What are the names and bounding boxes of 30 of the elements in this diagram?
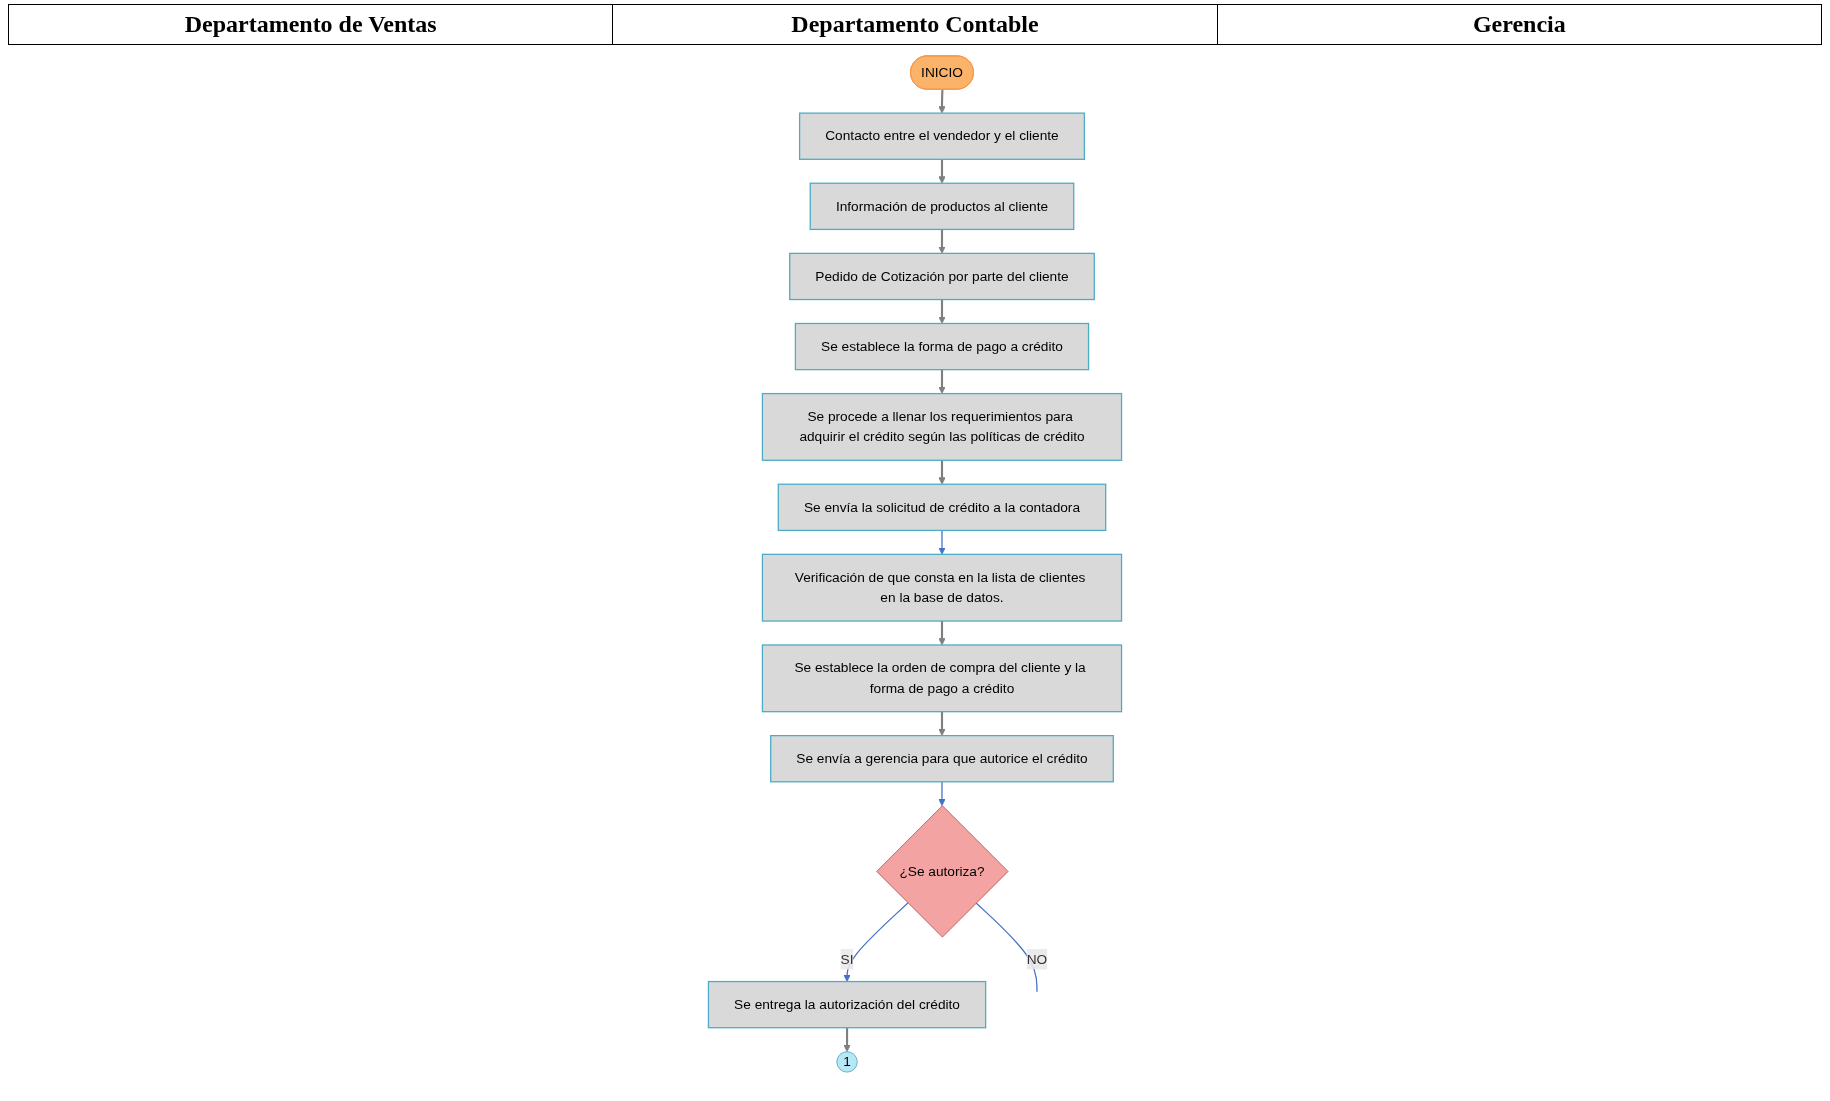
node-box: Se envía la solicitud de crédito a la contadora bbox=[777, 483, 1107, 532]
arrow bbox=[938, 460, 946, 485]
node-box: Se establece la orden de compra del cliente y la forma de pago a crédito bbox=[761, 644, 1123, 713]
node-box: Información de productos al cliente bbox=[809, 182, 1075, 231]
arrow bbox=[938, 229, 946, 254]
node-box: Verificación de que consta en la lista de clientes en la base de datos. bbox=[761, 553, 1123, 622]
node-box: Contacto entre el vendedor y el cliente bbox=[798, 112, 1086, 160]
arrow bbox=[938, 529, 946, 555]
lane-header: Departamento de Ventas bbox=[9, 5, 614, 44]
node-box: Pedido de Cotización por parte del cliente bbox=[789, 252, 1095, 301]
arrow bbox=[843, 902, 909, 982]
arrow bbox=[938, 621, 946, 646]
node-box: Se envía a gerencia para que autorice el crédito bbox=[770, 735, 1114, 783]
lane-header: Departamento Contable bbox=[613, 5, 1218, 44]
arrow bbox=[938, 89, 946, 114]
arrow bbox=[938, 781, 946, 807]
edge-label: SI bbox=[840, 951, 854, 967]
node-diamond: ¿Se autoriza? bbox=[876, 805, 1009, 938]
arrow bbox=[938, 369, 946, 394]
node-box: Se procede a llenar los requerimientos para adquirir el crédito según las políticas de crédito bbox=[761, 392, 1123, 461]
arrow bbox=[938, 299, 946, 324]
node-box: Se entrega la autorización del crédito bbox=[707, 980, 987, 1029]
arrow bbox=[938, 159, 946, 184]
arrow bbox=[938, 711, 946, 736]
lane-header: Gerencia bbox=[1471, 10, 1567, 39]
edge-label: NO bbox=[1026, 951, 1048, 967]
node-box: Se establece la forma de pago a crédito bbox=[794, 322, 1090, 371]
node-circle: 1 bbox=[836, 1051, 858, 1073]
connector bbox=[975, 902, 1038, 993]
arrow bbox=[843, 1027, 851, 1052]
